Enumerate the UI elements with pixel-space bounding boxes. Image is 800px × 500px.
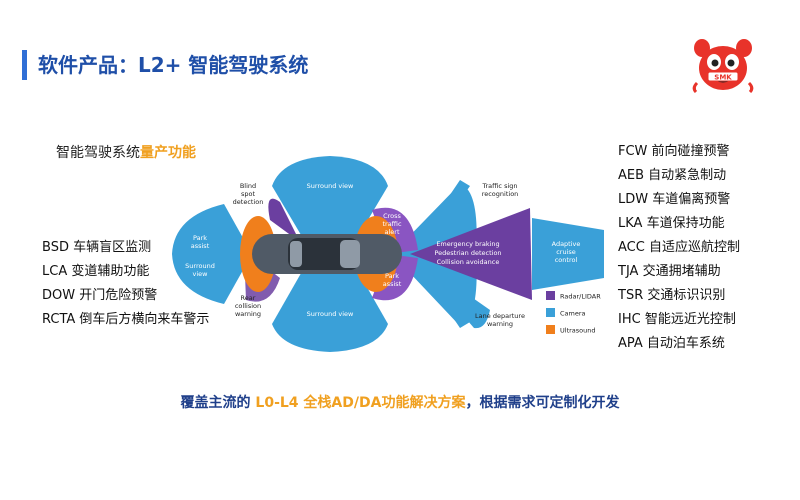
- left-feature-item: DOW 开门危险预警: [42, 288, 158, 303]
- left-feature-list: BSD 车辆盲区监测 LCA 变道辅助功能 DOW 开门危险预警 RCTA 倒车…: [42, 236, 209, 332]
- right-feature-item: IHC 智能远近光控制: [618, 312, 736, 327]
- footer-prefix: 覆盖主流的: [180, 395, 256, 411]
- label-surround-view-top: Surround view: [307, 182, 354, 190]
- left-feature-item: LCA 变道辅助功能: [42, 264, 150, 279]
- lane-departure-zone: [410, 254, 490, 329]
- legend-swatch-radar: [546, 291, 555, 300]
- footer-tagline: 覆盖主流的 L0-L4 全栈AD/DA功能解决方案，根据需求可定制化开发: [0, 392, 800, 412]
- legend-label-radar: Radar/LIDAR: [560, 293, 601, 301]
- label-surround-view-bottom: Surround view: [307, 310, 354, 318]
- footer-highlight: L0-L4 全栈AD/DA功能解决方案: [255, 395, 466, 411]
- right-feature-item: LDW 车道偏离预警: [618, 192, 731, 207]
- legend-label-camera: Camera: [560, 310, 586, 318]
- right-feature-item: AEB 自动紧急制动: [618, 168, 727, 183]
- intro-highlight: 量产功能: [140, 145, 196, 161]
- blind-spot-zone: [268, 198, 300, 242]
- right-feature-item: TSR 交通标识识别: [618, 288, 726, 303]
- page-title: 软件产品：L2+ 智能驾驶系统: [38, 53, 309, 77]
- footer-suffix: ，根据需求可定制化开发: [465, 395, 620, 411]
- right-feature-item: ACC 自适应巡航控制: [618, 240, 740, 255]
- car-windshield: [340, 240, 360, 268]
- left-feature-item: RCTA 倒车后方横向来车警示: [42, 312, 210, 327]
- title-accent-bar: [22, 50, 27, 80]
- right-feature-list: FCW 前向碰撞预警 AEB 自动紧急制动 LDW 车道偏离预警 LKA 车道保…: [618, 140, 740, 356]
- left-feature-item: BSD 车辆盲区监测: [42, 240, 152, 255]
- intro-line: 智能驾驶系统量产功能: [56, 142, 196, 162]
- car-rear-window: [290, 241, 302, 267]
- emergency-braking-zone: [410, 208, 532, 300]
- legend-swatch-camera: [546, 308, 555, 317]
- adaptive-cruise-zone: [532, 218, 604, 290]
- right-feature-item: APA 自动泊车系统: [618, 336, 725, 351]
- right-feature-item: LKA 车道保持功能: [618, 216, 725, 231]
- right-feature-item: TJA 交通拥堵辅助: [618, 264, 721, 279]
- surround-view-top-zone: [272, 156, 388, 240]
- legend-label-ultrasound: Ultrasound: [560, 327, 596, 335]
- logo-text: SMK: [714, 74, 732, 82]
- surround-view-left-zone: [172, 204, 252, 304]
- legend-swatch-ultrasound: [546, 325, 555, 334]
- right-feature-item: FCW 前向碰撞预警: [618, 144, 730, 159]
- surround-view-bottom-zone: [272, 268, 388, 352]
- intro-prefix: 智能驾驶系统: [56, 145, 140, 161]
- mascot-logo-icon: SMK: [692, 39, 754, 94]
